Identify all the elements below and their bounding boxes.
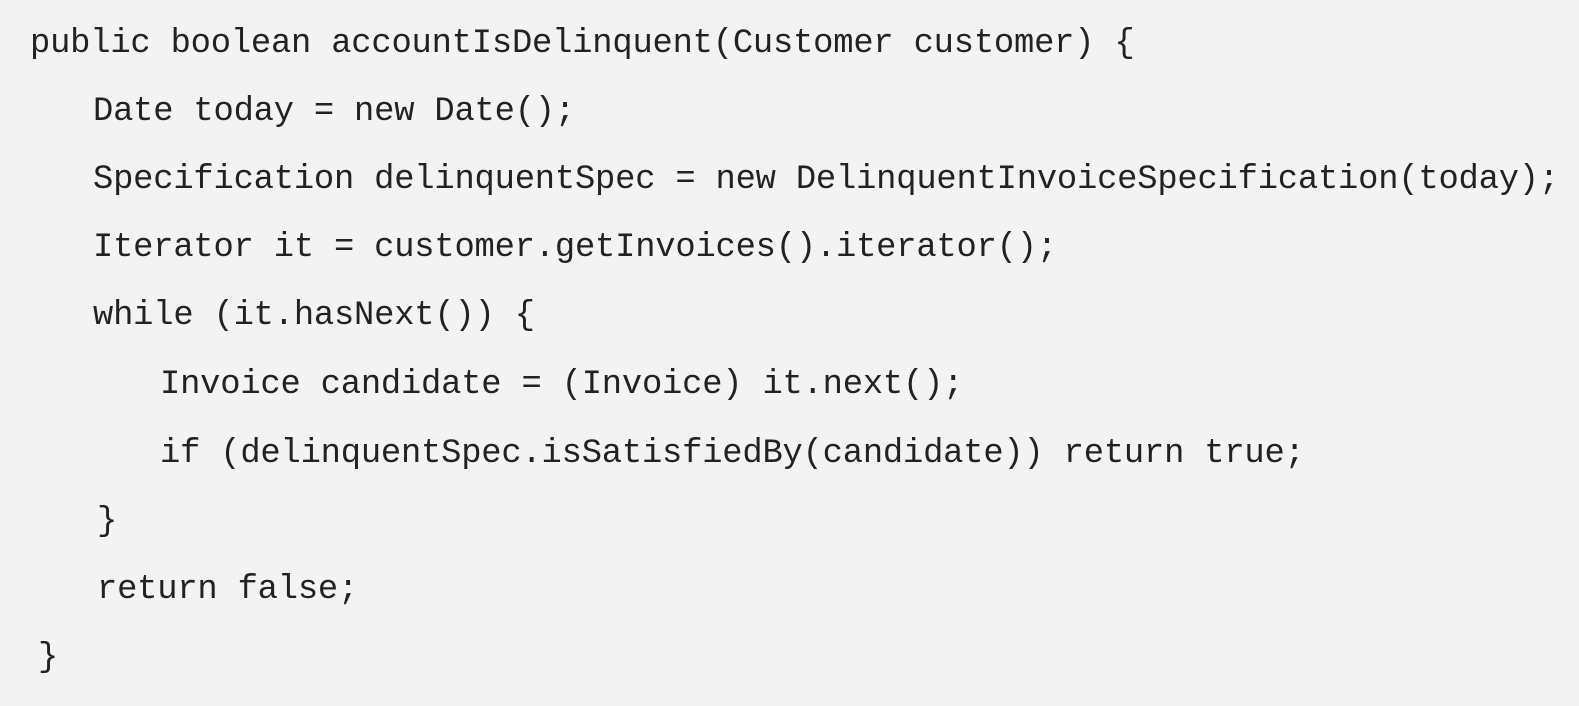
code-line-close-brace: } bbox=[38, 639, 59, 677]
code-line: Invoice candidate = (Invoice) it.next(); bbox=[160, 366, 964, 404]
code-line: Date today = new Date(); bbox=[93, 93, 575, 131]
code-line: Iterator it = customer.getInvoices().ite… bbox=[93, 229, 1057, 267]
code-line-method-signature: public boolean accountIsDelinquent(Custo… bbox=[30, 25, 1135, 63]
code-line-return: return false; bbox=[97, 571, 359, 609]
code-line: Specification delinquentSpec = new Delin… bbox=[93, 161, 1559, 199]
code-line: if (delinquentSpec.isSatisfiedBy(candida… bbox=[160, 435, 1305, 473]
code-line-while: while (it.hasNext()) { bbox=[93, 297, 535, 335]
code-line-close-brace: } bbox=[97, 503, 118, 541]
